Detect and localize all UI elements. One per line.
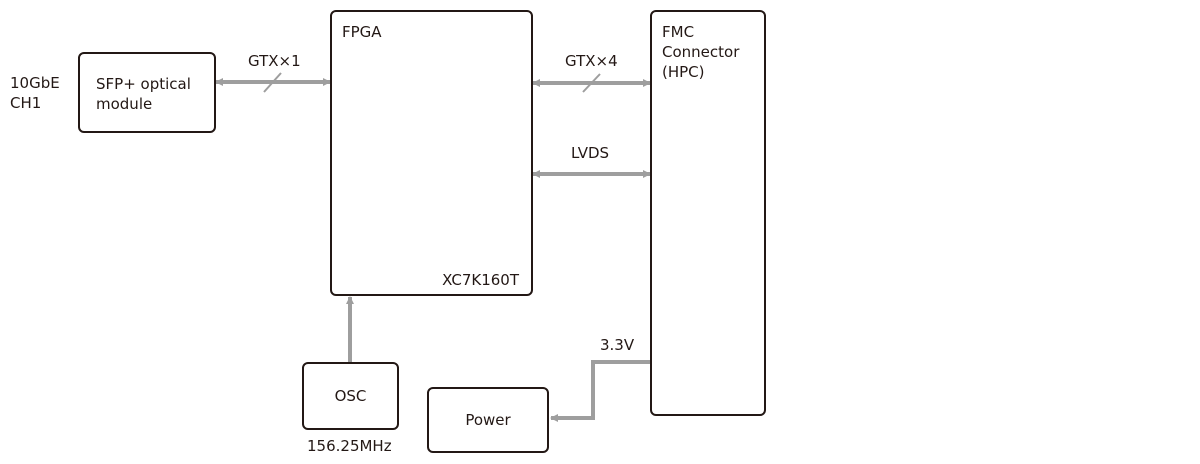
fpga-title: FPGA <box>342 23 382 41</box>
power-label: Power <box>465 411 511 429</box>
osc-block: OSC <box>302 362 399 430</box>
sfp-label-line2: module <box>96 95 153 113</box>
sfp-module-block: SFP+ optical module <box>78 52 216 133</box>
fpga-part-number: XC7K160T <box>442 271 519 289</box>
link-fmc-power <box>550 360 650 422</box>
power-block: Power <box>427 387 549 453</box>
osc-label: OSC <box>334 387 367 405</box>
external-label-line1: 10GbE <box>10 74 60 92</box>
fmc-label-line2: Connector <box>662 43 740 61</box>
bus-slash-gtx1 <box>263 72 282 93</box>
external-label-line2: CH1 <box>10 94 42 112</box>
label-gtx4: GTX×4 <box>565 52 618 70</box>
fmc-label-line1: FMC <box>662 23 695 41</box>
label-3v3: 3.3V <box>600 336 635 354</box>
fpga-block: FPGA XC7K160T <box>330 10 533 296</box>
sfp-label-line1: SFP+ optical <box>96 75 191 93</box>
external-label: 10GbE CH1 <box>10 73 60 113</box>
osc-frequency: 156.25MHz <box>307 437 392 455</box>
label-lvds: LVDS <box>571 144 610 162</box>
label-gtx1: GTX×1 <box>248 52 301 70</box>
bus-slash-gtx4 <box>582 73 601 93</box>
fmc-label-line3: (HPC) <box>662 63 705 81</box>
fmc-connector-block: FMC Connector (HPC) <box>650 10 766 416</box>
